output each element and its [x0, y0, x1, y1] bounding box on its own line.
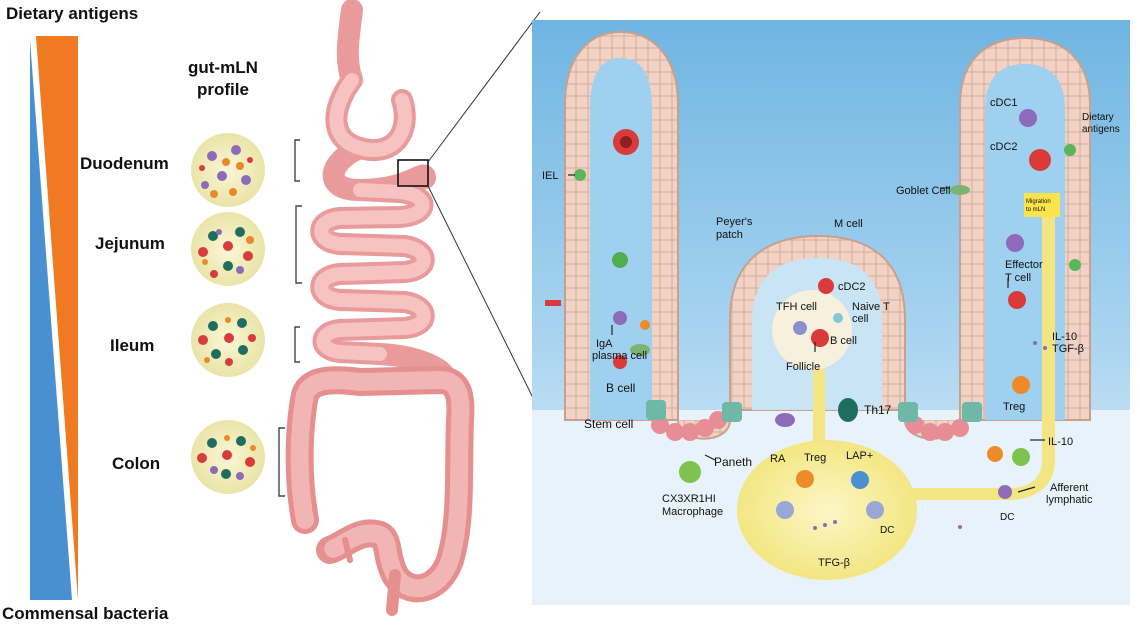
node-jejunum [191, 212, 265, 286]
label-th17: Th17 [864, 403, 892, 417]
label-cdc2-center: cDC2 [838, 281, 866, 293]
label-dietary-2: antigens [1082, 124, 1120, 135]
label-effector-2: T cell [1005, 272, 1031, 284]
migration-box [1024, 193, 1060, 217]
label-tgf-bottom: TFG-β [818, 557, 850, 569]
segment-label-ileum: Ileum [110, 336, 154, 356]
dietary-antigens-label: Dietary antigens [6, 4, 138, 24]
node-duodenum [191, 133, 265, 207]
segment-label-colon: Colon [112, 454, 160, 474]
label-treg-right: Treg [1003, 401, 1025, 413]
commensal-bacteria-label: Commensal bacteria [2, 604, 168, 624]
node-colon [191, 420, 265, 494]
label-treg-bottom: Treg [804, 452, 826, 464]
zoom-line-top [428, 12, 540, 162]
label-dietary-1: Dietary [1082, 112, 1114, 123]
label-migration-2: to mLN [1026, 207, 1045, 213]
label-dc-bottom: DC [880, 525, 894, 536]
label-cdc2-right: cDC2 [990, 141, 1018, 153]
label-goblet: Goblet Cell [896, 185, 950, 197]
label-stem-cell: Stem cell [584, 417, 633, 431]
gut-mln-title-line2: profile [197, 80, 249, 100]
label-afferent-2: lymphatic [1046, 494, 1093, 506]
label-naive-t-1: Naive T [852, 301, 890, 313]
label-paneth: Paneth [714, 455, 752, 469]
label-follicle: Follicle [786, 361, 820, 373]
label-naive-t-2: cell [852, 313, 869, 325]
node-ileum [191, 303, 265, 377]
label-b-cell-center: B cell [830, 335, 857, 347]
label-lap: LAP+ [846, 450, 873, 462]
label-macrophage-1: CX3XR1HI [662, 493, 716, 505]
label-macrophage-2: Macrophage [662, 506, 723, 518]
label-iga-2: plasma cell [592, 350, 647, 362]
label-peyers-patch-1: Peyer's [716, 216, 753, 228]
gut-mln-title-line1: gut-mLN [188, 58, 258, 78]
label-afferent-1: Afferent [1050, 482, 1088, 494]
label-migration-1: Migration [1026, 199, 1051, 205]
villus-panel [532, 20, 1130, 605]
label-il10-1: IL-10 [1052, 331, 1077, 343]
label-iga-1: IgA [596, 338, 613, 350]
segment-label-jejunum: Jejunum [95, 234, 165, 254]
label-effector-1: Effector [1005, 259, 1043, 271]
label-m-cell: M cell [834, 218, 863, 230]
label-b-cell-left: B cell [606, 381, 635, 395]
intestine-illustration [300, 10, 461, 610]
segment-label-duodenum: Duodenum [80, 154, 169, 174]
label-iel: IEL [542, 170, 559, 182]
label-il10-2: IL-10 [1048, 436, 1073, 448]
label-cdc1: cDC1 [990, 97, 1018, 109]
label-peyers-patch-2: patch [716, 229, 743, 241]
label-tgf-right: TGF-β [1052, 343, 1084, 355]
label-tfh: TFH cell [776, 301, 817, 313]
label-ra: RA [770, 453, 786, 465]
label-dc-right: DC [1000, 512, 1014, 523]
